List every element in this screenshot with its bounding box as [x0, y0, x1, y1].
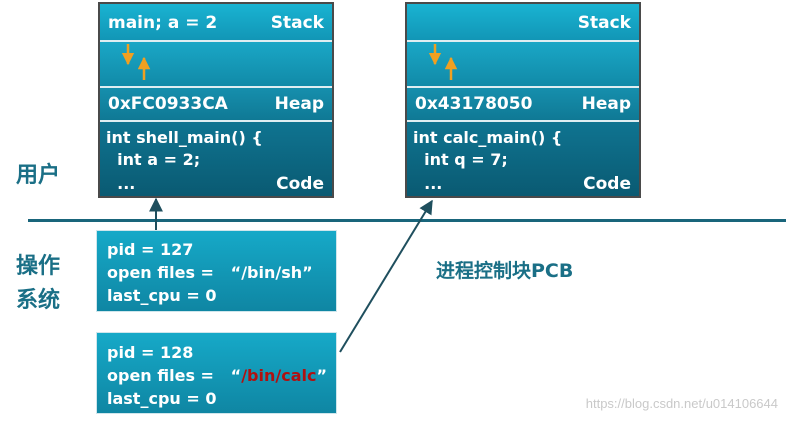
- pcb-last-cpu: last_cpu = 0: [107, 389, 217, 408]
- open-files-path: /bin/calc: [241, 366, 317, 385]
- watermark: https://blog.csdn.net/u014106644: [585, 396, 778, 411]
- heap-segment: 0x43178050 Heap: [407, 88, 639, 122]
- user-kernel-divider: [28, 219, 786, 222]
- code-segment: int shell_main() { int a = 2; ... Code: [100, 122, 332, 196]
- code-line: int calc_main() {: [413, 128, 563, 147]
- user-space-label: 用户: [16, 163, 61, 188]
- code-label: Code: [583, 174, 631, 194]
- open-files-suffix: ”: [302, 263, 313, 282]
- pcb128-to-calc-arrow: [339, 199, 433, 353]
- code-line: ...: [413, 174, 443, 193]
- os-label-line1: 操作: [16, 254, 61, 279]
- pcb-pid: pid = 128: [107, 343, 194, 362]
- heap-segment: 0xFC0933CA Heap: [100, 88, 332, 122]
- open-files-prefix: open files = “: [107, 366, 242, 385]
- stack-label: Stack: [270, 13, 324, 33]
- open-files-path: /bin/sh: [241, 263, 303, 282]
- os-label-line2: 系统: [16, 288, 61, 313]
- heap-label: Heap: [274, 94, 324, 114]
- code-line: int shell_main() {: [106, 128, 263, 147]
- pcb-open-files: open files = “/bin/sh”: [107, 263, 313, 282]
- memory-block-shell: main; a = 2 Stack 0xFC0933CA Heap int sh…: [98, 2, 334, 198]
- code-line: ...: [106, 174, 136, 193]
- heap-label: Heap: [581, 94, 631, 114]
- stack-segment: main; a = 2 Stack: [100, 4, 332, 42]
- free-space-segment: [407, 42, 639, 88]
- code-label: Code: [276, 174, 324, 194]
- heap-address: 0x43178050: [415, 94, 533, 114]
- heap-address: 0xFC0933CA: [108, 94, 228, 114]
- stack-content: main; a = 2: [108, 13, 218, 33]
- pcb-title: 进程控制块PCB: [436, 260, 574, 282]
- pcb-open-files: open files = “/bin/calc”: [107, 366, 327, 385]
- pcb-block-128: pid = 128 open files = “/bin/calc” last_…: [96, 332, 337, 414]
- open-files-suffix: ”: [316, 366, 327, 385]
- pcb-block-127: pid = 127 open files = “/bin/sh” last_cp…: [96, 230, 337, 312]
- open-files-prefix: open files = “: [107, 263, 242, 282]
- stack-label: Stack: [577, 13, 631, 33]
- code-line: int a = 2;: [106, 150, 201, 169]
- code-segment: int calc_main() { int q = 7; ... Code: [407, 122, 639, 196]
- pcb-pid: pid = 127: [107, 240, 194, 259]
- free-space-segment: [100, 42, 332, 88]
- stack-segment: Stack: [407, 4, 639, 42]
- pcb-last-cpu: last_cpu = 0: [107, 286, 217, 305]
- code-line: int q = 7;: [413, 150, 508, 169]
- memory-block-calc: Stack 0x43178050 Heap int calc_main() { …: [405, 2, 641, 198]
